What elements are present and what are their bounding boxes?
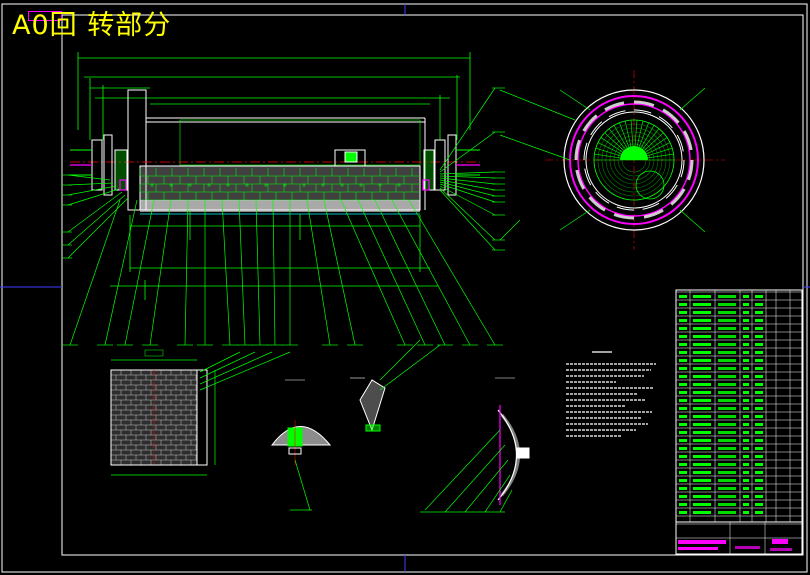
main-section-view: [62, 52, 505, 346]
title-block: [675, 521, 803, 555]
wedge-detail-view: [350, 339, 441, 432]
parts-list-table: [675, 289, 803, 525]
technical-notes-block: [566, 351, 656, 437]
end-view-circle: [499, 70, 725, 250]
bolt-detail-view: [270, 379, 332, 511]
drawing-tag-box: [28, 11, 62, 21]
drawing-title: A0回 转部分: [12, 10, 172, 41]
seal-detail-view: [420, 377, 530, 513]
sheet-frame: [0, 3, 810, 573]
brick-detail-view: [110, 349, 291, 476]
brick-lining: [139, 165, 421, 215]
